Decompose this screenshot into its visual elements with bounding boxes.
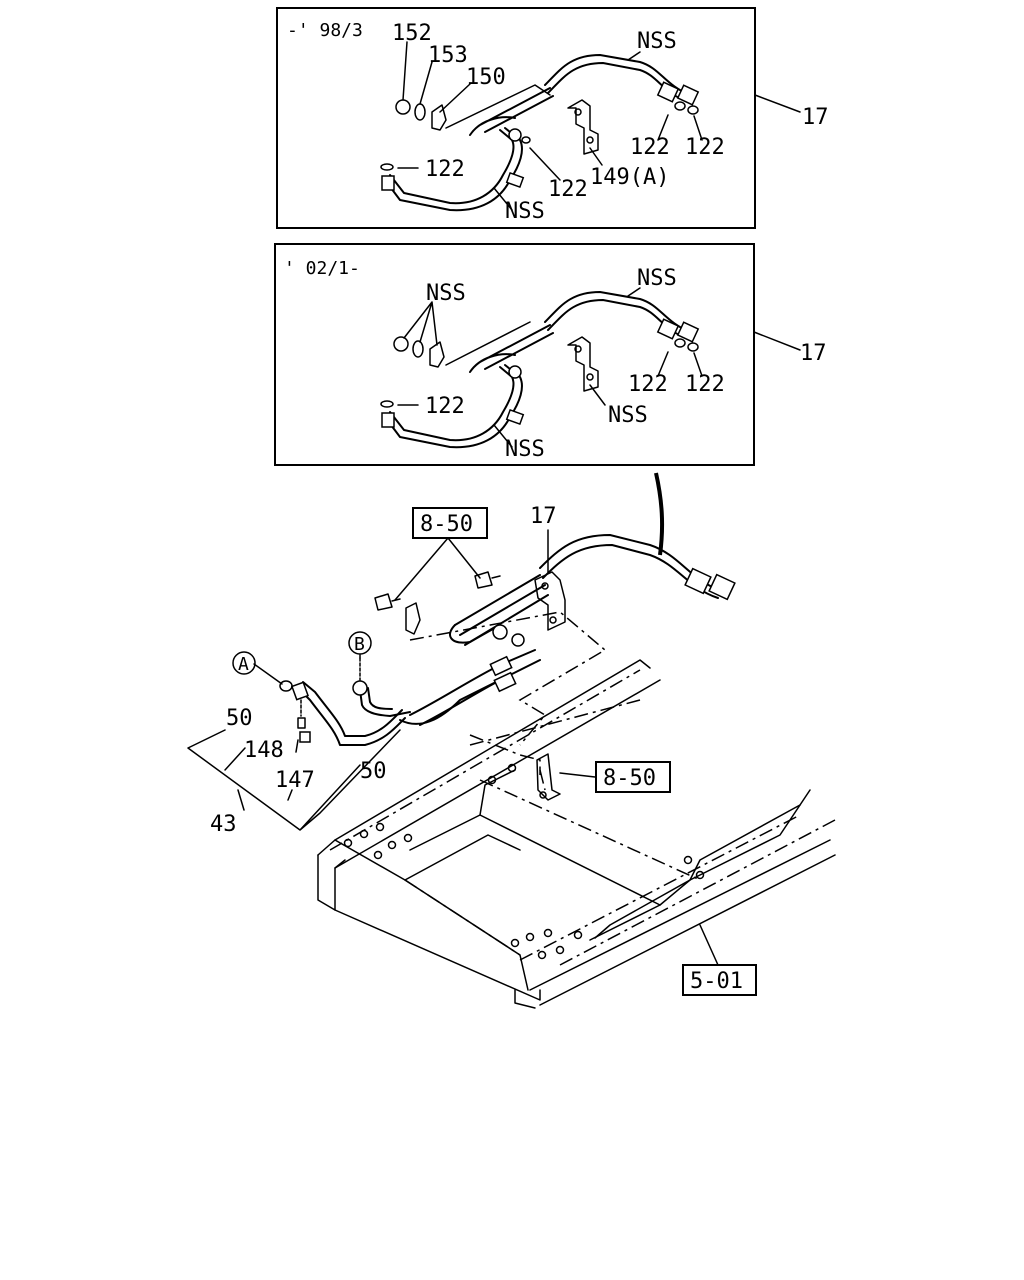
ref-box-5-01 xyxy=(682,964,757,996)
label-122: 122 xyxy=(630,135,670,160)
bolt-1 xyxy=(474,571,501,589)
inset-pointer xyxy=(654,472,665,556)
inset-2-range: ' 02/1- xyxy=(284,258,360,279)
inset-2002: ' 02/1- NSS NSS 122 122 122 NSS NSS 17 xyxy=(274,243,827,466)
label-122: 122 xyxy=(685,372,725,397)
inset-1-range: -' 98/3 xyxy=(287,20,363,41)
label-149a: 149(A) xyxy=(590,165,669,190)
label-152: 152 xyxy=(392,21,432,46)
label-nss: NSS xyxy=(505,437,545,462)
label-148: 148 xyxy=(244,738,284,763)
inset-2-pipe-upper xyxy=(544,291,691,333)
label-17: 17 xyxy=(800,341,827,366)
main-assembly: 8-50 17 A B 50 148 147 50 43 8-50 5-01 xyxy=(187,504,836,1009)
label-8-50: 8-50 xyxy=(420,512,473,537)
pipe-43 xyxy=(299,689,406,746)
chassis-frame xyxy=(317,659,836,1009)
label-122: 122 xyxy=(628,372,668,397)
label-43: 43 xyxy=(210,812,237,837)
ref-box-8-50-right xyxy=(595,761,671,793)
label-122: 122 xyxy=(425,394,465,419)
label-nss: NSS xyxy=(426,281,466,306)
inset-2-bracket xyxy=(567,336,599,392)
inset-1998: -' 98/3 152 153 150 NSS 122 122 xyxy=(276,7,829,229)
inset-2-frame xyxy=(274,243,755,466)
circle-b-callout xyxy=(348,631,372,655)
label-nss: NSS xyxy=(637,266,677,291)
bolt-2 xyxy=(374,593,401,611)
label-150: 150 xyxy=(466,65,506,90)
label-b: B xyxy=(354,634,365,655)
inset-1-bracket xyxy=(567,99,599,155)
ref-box-8-50-top xyxy=(412,507,488,539)
label-50: 50 xyxy=(226,706,253,731)
label-5-01: 5-01 xyxy=(690,969,743,994)
label-50: 50 xyxy=(360,759,387,784)
frame-holes xyxy=(343,763,705,960)
label-nss: NSS xyxy=(608,403,648,428)
label-147: 147 xyxy=(275,768,315,793)
label-nss: NSS xyxy=(505,199,545,224)
label-153: 153 xyxy=(428,43,468,68)
main-pipe-lower xyxy=(409,649,541,726)
label-8-50: 8-50 xyxy=(603,766,656,791)
inset-1-pipe-upper xyxy=(544,54,691,96)
label-17: 17 xyxy=(530,504,557,529)
label-nss: NSS xyxy=(637,29,677,54)
label-a: A xyxy=(238,654,249,675)
inset-1-clip-150 xyxy=(431,104,447,131)
label-122: 122 xyxy=(685,135,725,160)
lower-bracket xyxy=(536,753,561,801)
main-bracket xyxy=(534,571,566,631)
inset-1-washer-153 xyxy=(414,103,426,121)
circle-a-callout xyxy=(232,651,256,675)
label-122: 122 xyxy=(548,177,588,202)
inset-1-nut-152 xyxy=(395,99,411,115)
label-122: 122 xyxy=(425,157,465,182)
inset-1-frame xyxy=(276,7,756,229)
label-17: 17 xyxy=(802,105,829,130)
clip xyxy=(405,602,421,635)
